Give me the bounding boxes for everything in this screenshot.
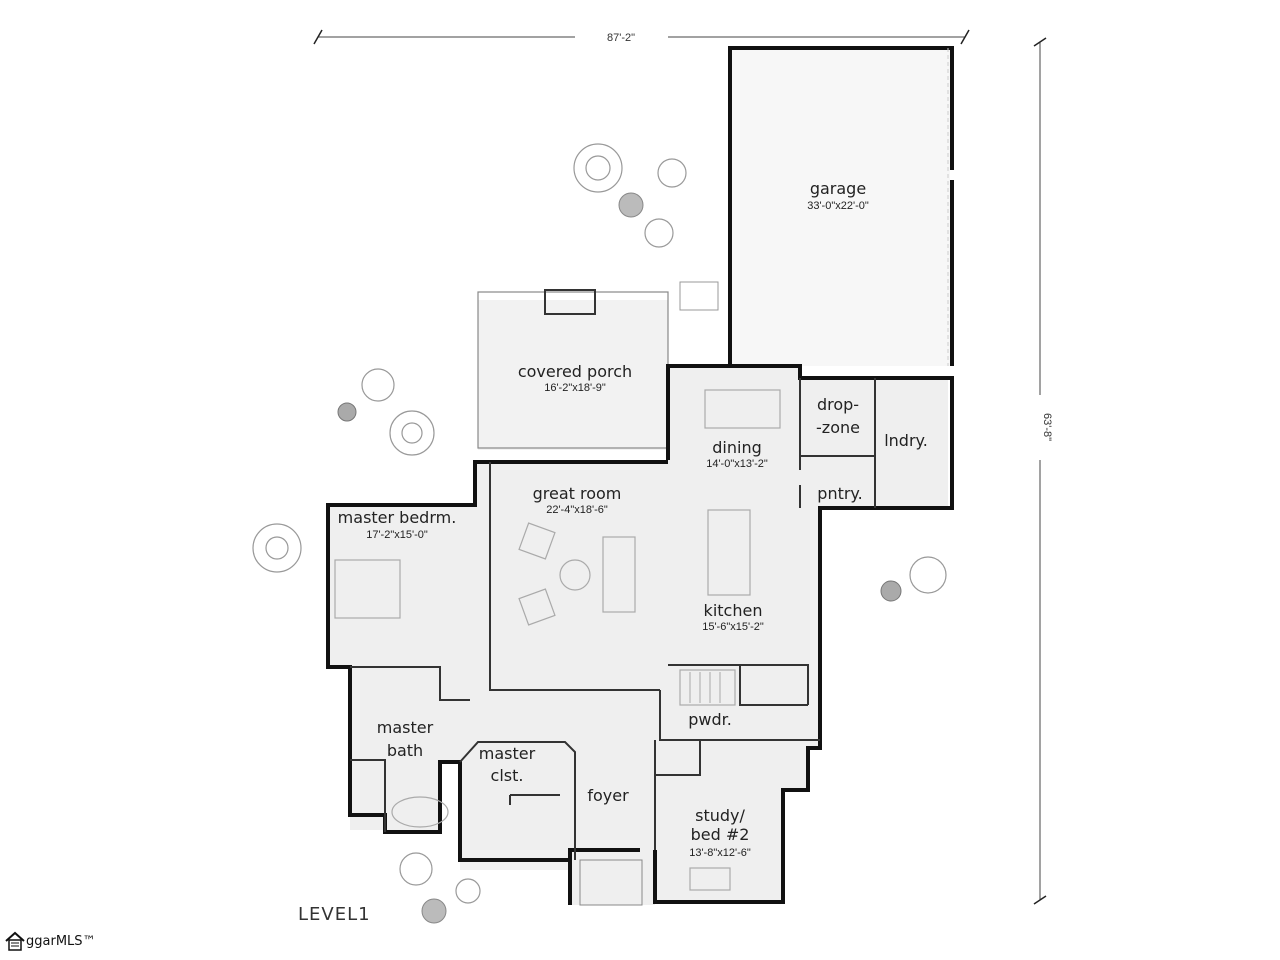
- floor-areas: [328, 48, 950, 905]
- laundry-label: lndry.: [884, 431, 928, 450]
- watermark-text: ggarMLS™: [26, 933, 96, 949]
- watermark-logo: ggarMLS™: [4, 930, 96, 952]
- study-size: 13'-8"x12'-6": [689, 847, 751, 859]
- kitchen-island-icon: [707, 509, 751, 596]
- bed-icon: [334, 559, 401, 619]
- garage-label: garage: [810, 179, 866, 198]
- front-steps-icon: [579, 859, 643, 906]
- master-bedroom-label: master bedrm.: [338, 508, 457, 527]
- armchair-icon: [518, 522, 556, 560]
- desk-icon: [689, 867, 731, 891]
- dining-table-icon: [704, 389, 781, 429]
- sofa-icon: [602, 536, 636, 613]
- stairs-icon: [679, 669, 736, 706]
- great-room-label: great room: [533, 484, 622, 503]
- overall-depth-label: 63'-8": [1041, 413, 1053, 441]
- covered-porch-label: covered porch: [518, 362, 632, 381]
- kitchen-size: 15'-6"x15'-2": [702, 621, 764, 633]
- landscape-trees: [252, 143, 947, 924]
- dining-size: 14'-0"x13'-2": [706, 458, 768, 470]
- armchair-icon: [518, 588, 556, 626]
- fireplace-icon: [544, 289, 596, 315]
- powder-label: pwdr.: [688, 710, 732, 729]
- bathtub-icon: [391, 796, 449, 828]
- pantry-label: pntry.: [817, 484, 862, 503]
- great-room-size: 22'-4"x18'-6": [546, 504, 608, 516]
- grill-icon: [679, 281, 719, 311]
- drop-zone-label-1: drop-: [817, 395, 859, 414]
- covered-porch-size: 16'-2"x18'-9": [544, 382, 606, 394]
- overall-width-label: 87'-2": [607, 32, 635, 44]
- master-bath-label-2: bath: [387, 741, 423, 760]
- master-closet-label-1: master: [479, 744, 536, 763]
- exterior-walls: [326, 364, 954, 905]
- house-icon: [5, 931, 25, 951]
- dining-label: dining: [712, 438, 761, 457]
- master-bath-label-1: master: [377, 718, 434, 737]
- garage-walls: [728, 46, 954, 366]
- foyer-label: foyer: [587, 786, 629, 805]
- width-dimension-line: [313, 29, 970, 45]
- level-label: LEVEL1: [298, 904, 371, 925]
- master-bedroom-size: 17'-2"x15'-0": [366, 529, 428, 541]
- garage-size: 33'-0"x22'-0": [807, 200, 869, 212]
- kitchen-label: kitchen: [704, 601, 763, 620]
- master-closet-label-2: clst.: [491, 766, 524, 785]
- furniture: [334, 389, 781, 906]
- interior-walls: [350, 378, 876, 860]
- drop-zone-label-2: -zone: [816, 418, 860, 437]
- study-label-1: study/: [695, 806, 745, 825]
- coffee-table-icon: [559, 559, 591, 591]
- study-label-2: bed #2: [691, 825, 750, 844]
- depth-dimension-line: [1033, 37, 1047, 905]
